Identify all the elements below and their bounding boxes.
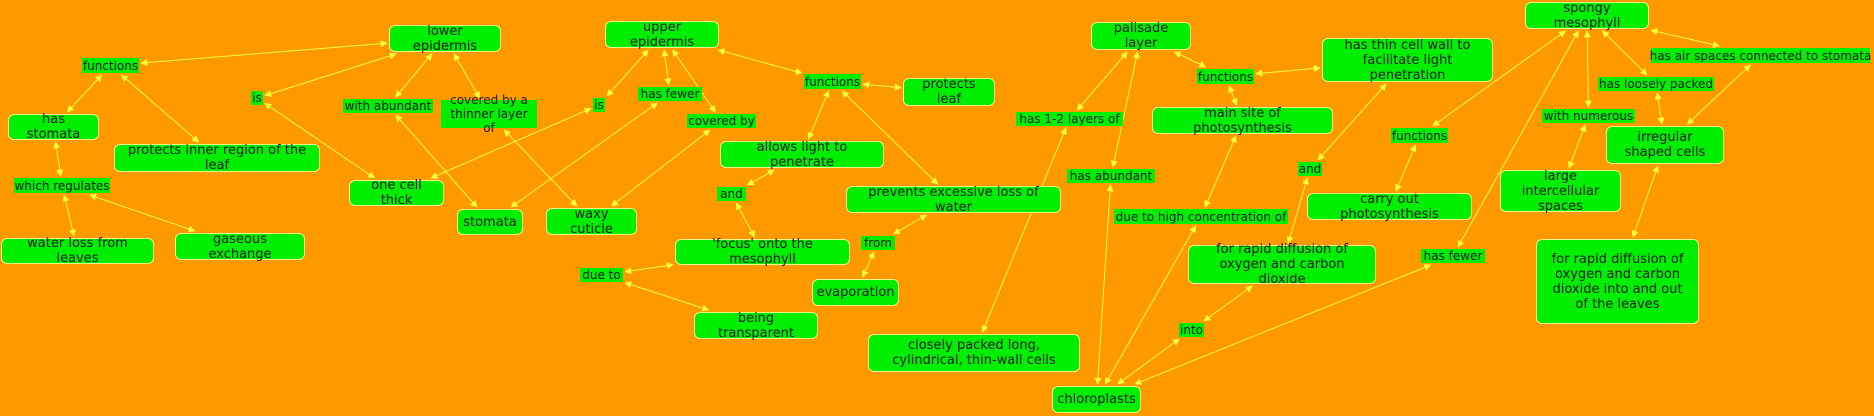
- node-prevents-water-loss[interactable]: prevents excessive loss of water: [846, 185, 1061, 215]
- link-label-covered-by: covered by: [687, 114, 756, 128]
- link-label-is: is: [593, 98, 605, 112]
- link-line: [264, 52, 397, 97]
- link-line: [1228, 85, 1238, 106]
- link-label-due-to-high-concentration: due to high concentration of: [1114, 209, 1288, 224]
- node-thin-cell-wall[interactable]: has thin cell wall to facilitate light p…: [1322, 38, 1493, 83]
- link-line: [66, 74, 103, 113]
- node-being-transparent[interactable]: being transparent: [694, 311, 818, 341]
- node-upper-epidermis[interactable]: upper epidermis: [605, 20, 719, 50]
- link-line: [624, 281, 710, 312]
- node-spongy-mesophyll[interactable]: spongy mesophyll: [1525, 1, 1649, 31]
- node-protects-inner-region[interactable]: protects inner region of the leaf: [114, 143, 320, 173]
- link-label-with-abundant: with abundant: [343, 99, 433, 113]
- node-protects-leaf[interactable]: protects leaf: [903, 77, 995, 107]
- link-line: [1654, 92, 1665, 125]
- link-label-has-fewer: has fewer: [638, 87, 702, 101]
- link-label-into: into: [1179, 323, 1204, 337]
- link-line: [746, 169, 775, 186]
- link-line: [861, 251, 875, 278]
- link-label-functions: functions: [1391, 128, 1448, 143]
- link-label-has-fewer: has fewer: [1421, 249, 1485, 263]
- link-label-functions: functions: [1197, 69, 1254, 84]
- link-line: [1134, 264, 1432, 385]
- link-line: [140, 40, 388, 67]
- link-label-has-air-spaces: has air spaces connected to stomata: [1649, 48, 1872, 63]
- link-label-which-regulates: which regulates: [14, 178, 110, 193]
- link-line: [735, 202, 755, 238]
- link-line: [89, 193, 196, 233]
- link-line: [610, 129, 711, 207]
- link-line: [606, 49, 649, 97]
- link-line: [981, 127, 1067, 333]
- link-label-covered-thinner-layer: covered by a thinner layer of: [441, 93, 537, 135]
- node-lower-epidermis[interactable]: lower epidermis: [389, 24, 501, 54]
- link-label-due-to: due to: [580, 268, 623, 282]
- link-line: [841, 90, 939, 185]
- link-line: [1204, 135, 1237, 208]
- link-line: [1203, 285, 1253, 322]
- link-line: [1173, 51, 1207, 68]
- link-line: [1076, 51, 1128, 111]
- node-chloroplasts[interactable]: chloroplasts: [1052, 386, 1141, 413]
- node-irregular-shaped-cells[interactable]: irregular shaped cells: [1606, 126, 1724, 164]
- link-line: [1602, 30, 1648, 76]
- link-line: [1286, 177, 1309, 244]
- node-carry-out-photosynthesis[interactable]: carry out photosynthesis: [1307, 192, 1472, 222]
- node-waxy-cuticle[interactable]: waxy cuticle: [546, 207, 637, 237]
- link-line: [62, 194, 76, 237]
- link-line: [453, 53, 481, 99]
- link-label-is: is: [251, 91, 263, 105]
- node-large-intercellular-spaces[interactable]: large intercellular spaces: [1500, 169, 1621, 214]
- link-line: [1094, 184, 1114, 385]
- link-line: [1686, 64, 1751, 125]
- link-label-from: from: [861, 236, 895, 250]
- link-line: [1583, 30, 1592, 108]
- node-palisade-layer[interactable]: palisade layer: [1091, 21, 1191, 51]
- link-label-and: and: [717, 187, 746, 201]
- link-line: [624, 262, 674, 275]
- node-rapid-diffusion[interactable]: for rapid diffusion of oxygen and carbon…: [1188, 242, 1376, 287]
- node-focus-mesophyll[interactable]: 'focus' onto the mesophyll: [675, 237, 850, 267]
- link-line: [893, 214, 928, 235]
- node-gaseous-exchange[interactable]: gaseous exchange: [175, 232, 305, 262]
- link-label-and: and: [1298, 162, 1322, 176]
- link-line: [1650, 28, 1720, 48]
- node-has-stomata[interactable]: has stomata: [8, 112, 99, 142]
- link-line: [1395, 144, 1417, 192]
- link-line: [510, 102, 658, 208]
- link-line: [1255, 65, 1321, 77]
- node-one-cell-thick[interactable]: one cell thick: [349, 178, 444, 208]
- link-label-has-1-2-layers: has 1-2 layers of: [1016, 112, 1123, 126]
- link-line: [672, 49, 716, 113]
- link-line: [661, 49, 672, 86]
- link-line: [717, 48, 803, 75]
- link-line: [264, 103, 376, 179]
- link-line: [120, 74, 200, 143]
- link-line: [807, 90, 830, 140]
- node-main-site-photosynthesis[interactable]: main site of photosynthesis: [1152, 106, 1333, 136]
- link-line: [1631, 165, 1659, 238]
- link-label-has-abundant: has abundant: [1067, 169, 1155, 183]
- link-label-has-loosely-packed: has loosely packed: [1598, 77, 1714, 91]
- link-label-functions: functions: [82, 58, 139, 73]
- link-line: [53, 141, 64, 177]
- node-rapid-diffusion-leaves[interactable]: for rapid diffusion of oxygen and carbon…: [1536, 239, 1699, 324]
- node-water-loss[interactable]: water loss from leaves: [1, 236, 154, 266]
- link-line: [395, 53, 433, 98]
- link-line: [1568, 124, 1587, 169]
- link-line: [1317, 83, 1387, 161]
- link-line: [862, 81, 902, 91]
- link-line: [1110, 51, 1140, 168]
- link-label-functions: functions: [804, 74, 861, 89]
- node-closely-packed-cells[interactable]: closely packed long, cylindrical, thin-w…: [868, 334, 1080, 372]
- node-allows-light[interactable]: allows light to penetrate: [720, 140, 884, 170]
- node-evaporation[interactable]: evaporation: [812, 279, 899, 306]
- node-stomata[interactable]: stomata: [457, 209, 523, 235]
- link-line: [1457, 30, 1579, 248]
- link-label-with-numerous: with numerous: [1542, 109, 1635, 123]
